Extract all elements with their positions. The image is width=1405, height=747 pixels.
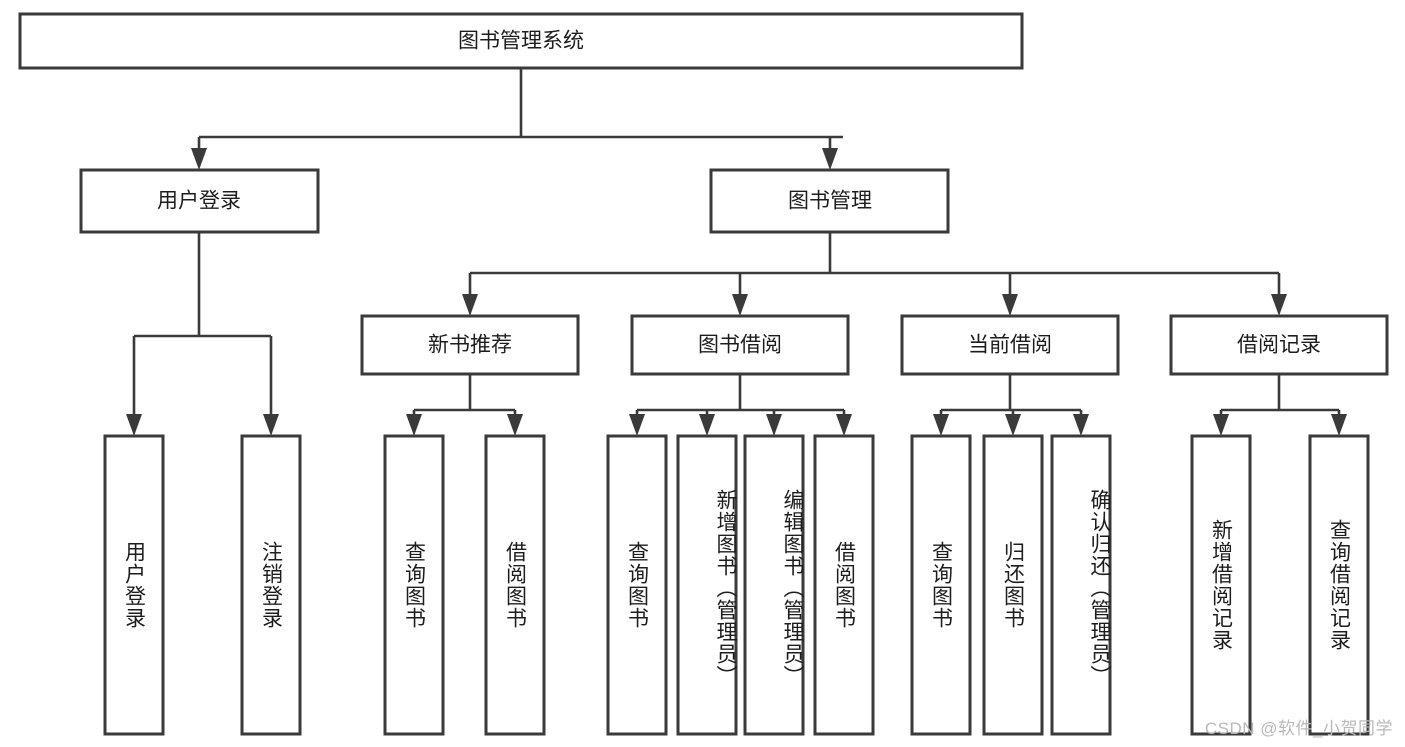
arrow-head-leaf-query-book-borrow <box>629 414 645 436</box>
arrow-head-leaf-query-book-current <box>933 414 949 436</box>
arrow-head-leaf-add-book <box>699 414 715 436</box>
node-box-current-borrow[interactable] <box>900 314 1120 376</box>
node-box-root[interactable] <box>18 12 1024 70</box>
arrow-head-leaf-query-borrow-record <box>1331 414 1347 436</box>
arrow-head-leaf-return-book <box>1005 414 1021 436</box>
node-box-borrow-record[interactable] <box>1169 314 1389 376</box>
node-box-leaf-borrow-book-new[interactable] <box>484 434 546 736</box>
node-box-leaf-user-login[interactable] <box>103 434 165 736</box>
arrow-head-current-borrow <box>1002 294 1018 316</box>
arrow-head-leaf-add-borrow-record <box>1213 414 1229 436</box>
node-box-leaf-add-book[interactable] <box>676 434 738 736</box>
node-label-book-manage: 图书管理 <box>788 190 872 213</box>
arrow-head-leaf-query-book-new <box>406 414 422 436</box>
arrow-head-leaf-edit-book <box>766 414 782 436</box>
arrow-head-leaf-borrow-book <box>836 414 852 436</box>
node-box-leaf-add-borrow-record[interactable] <box>1190 434 1252 736</box>
node-box-new-book-recommend[interactable] <box>360 314 580 376</box>
node-label-user-login: 用户登录 <box>157 190 241 213</box>
node-label-new-book-recommend: 新书推荐 <box>428 334 512 357</box>
arrow-head-new-book-recommend <box>462 294 478 316</box>
node-layer: 图书管理系统 用户登录 图书管理 新书推荐 图书借阅 当前借阅 借阅记录 <box>18 12 1389 736</box>
arrow-head-leaf-user-login <box>126 414 142 436</box>
node-box-leaf-query-book-current[interactable] <box>910 434 972 736</box>
csdn-watermark: CSDN @软件_小贺同学 <box>1204 719 1393 738</box>
arrow-head-user-login <box>191 148 207 170</box>
connector-layer <box>126 68 1347 436</box>
arrow-head-leaf-borrow-book-new <box>507 414 523 436</box>
node-label-book-borrow: 图书借阅 <box>698 334 782 357</box>
arrow-head-leaf-logout <box>263 414 279 436</box>
node-box-leaf-return-book[interactable] <box>982 434 1044 736</box>
arrow-head-leaf-confirm-return <box>1073 414 1089 436</box>
node-box-leaf-logout[interactable] <box>240 434 302 736</box>
node-box-leaf-confirm-return[interactable] <box>1050 434 1112 736</box>
node-box-user-login[interactable] <box>79 168 320 234</box>
arrow-head-book-manage <box>822 148 838 170</box>
node-box-leaf-query-book-borrow[interactable] <box>606 434 668 736</box>
node-label-root: 图书管理系统 <box>458 30 584 53</box>
node-box-leaf-query-book-new[interactable] <box>383 434 445 736</box>
node-box-leaf-borrow-book[interactable] <box>813 434 875 736</box>
arrow-head-borrow-record <box>1271 294 1287 316</box>
node-box-leaf-edit-book[interactable] <box>743 434 805 736</box>
node-box-book-borrow[interactable] <box>630 314 850 376</box>
node-box-book-manage[interactable] <box>709 168 950 234</box>
node-box-leaf-query-borrow-record[interactable] <box>1308 434 1370 736</box>
node-label-current-borrow: 当前借阅 <box>968 334 1052 357</box>
node-label-borrow-record: 借阅记录 <box>1237 334 1321 357</box>
arrow-head-book-borrow <box>732 294 748 316</box>
